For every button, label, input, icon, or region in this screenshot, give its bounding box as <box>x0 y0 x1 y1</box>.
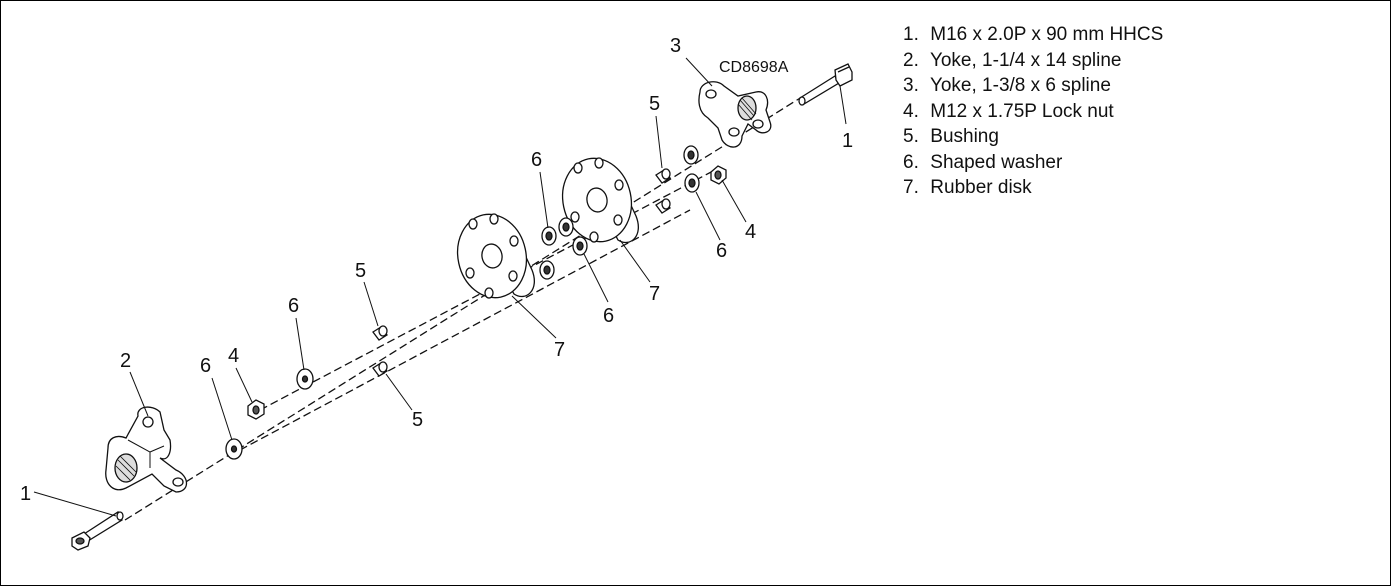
bolt-left <box>71 511 124 551</box>
leader-bushing-lower-left <box>385 373 413 411</box>
legend-item-number: 2. <box>903 49 919 71</box>
yoke-right <box>698 81 772 148</box>
callout-washer-mid-lower: 6 <box>603 305 614 327</box>
washer-right-lower <box>684 173 700 193</box>
bushing-right-upper <box>655 168 671 184</box>
callout-washer-far-left: 6 <box>200 355 211 377</box>
exploded-view-diagram: CD8698A 1 1 2 3 4 4 5 5 5 6 6 6 6 6 7 7 <box>20 35 853 551</box>
legend-item: 2. Yoke, 1-1/4 x 14 spline <box>903 48 1163 74</box>
washer-mid-lower-2 <box>572 236 588 256</box>
leader-nut-left <box>235 367 253 403</box>
washer-far-left <box>225 438 243 460</box>
callout-washer-mid-upper: 6 <box>531 149 542 171</box>
callout-yoke-right: 3 <box>670 35 681 57</box>
leader-yoke-left <box>129 371 149 417</box>
callout-nut-left: 4 <box>228 345 239 367</box>
legend-item-text: Yoke, 1-3/8 x 6 spline <box>929 75 1111 96</box>
callout-washer-right: 6 <box>716 240 727 262</box>
axis-line-lower <box>239 209 691 451</box>
legend-item-text: M12 x 1.75P Lock nut <box>930 100 1114 122</box>
legend-item: 1. M16 x 2.0P x 90 mm HHCS <box>903 22 1163 48</box>
callout-bushing-lower-left: 5 <box>412 409 423 431</box>
bolt-right <box>798 63 853 106</box>
callout-bushing-upper-right: 5 <box>649 93 660 115</box>
leader-washer-far-left <box>211 377 233 441</box>
washer-right <box>683 145 699 165</box>
legend-item-number: 6. <box>903 151 919 173</box>
leader-washer-mid-lower <box>583 253 609 303</box>
parts-legend: 1. M16 x 2.0P x 90 mm HHCS 2. Yoke, 1-1/… <box>903 22 1163 201</box>
callout-disk-right: 7 <box>649 283 660 305</box>
legend-item-number: 7. <box>903 177 919 198</box>
legend-item: 3. Yoke, 1-3/8 x 6 spline <box>903 73 1163 99</box>
legend-item-text: Yoke, 1-1/4 x 14 spline <box>929 49 1122 71</box>
washer-mid-upper-2 <box>558 217 574 237</box>
yoke-left <box>105 406 188 493</box>
legend-item-text: M16 x 2.0P x 90 mm HHCS <box>930 24 1164 45</box>
leader-bushing-upper-left <box>363 281 379 327</box>
leader-nut-right <box>721 179 747 223</box>
legend-item: 6. Shaped washer <box>903 150 1163 176</box>
legend-item-number: 4. <box>903 100 919 122</box>
leader-bushing-upper-right <box>655 115 663 169</box>
disk-left <box>456 213 535 299</box>
callout-yoke-left: 2 <box>120 350 131 372</box>
legend-item: 5. Bushing <box>903 124 1163 150</box>
legend-item: 4. M12 x 1.75P Lock nut <box>903 99 1163 125</box>
callout-bolt-right: 1 <box>842 130 853 152</box>
callout-washer-left: 6 <box>288 295 299 317</box>
bushing-lower-left <box>372 361 388 377</box>
leader-disk-left <box>511 295 557 339</box>
legend-item: 7. Rubber disk <box>903 175 1163 201</box>
callout-nut-right: 4 <box>745 221 756 243</box>
figure-code: CD8698A <box>719 59 789 76</box>
legend-item-number: 1. <box>903 24 919 45</box>
nut-right <box>710 165 727 185</box>
leader-yoke-right <box>685 57 713 87</box>
leader-bolt-right <box>839 85 847 125</box>
leader-washer-mid-upper <box>539 171 549 229</box>
legend-item-text: Rubber disk <box>930 177 1032 198</box>
washer-mid-lower <box>539 260 555 280</box>
callout-bushing-upper-left: 5 <box>355 260 366 282</box>
bushing-upper-left <box>372 325 388 341</box>
leader-washer-right <box>695 191 721 241</box>
legend-item-text: Bushing <box>930 126 999 147</box>
legend-item-text: Shaped washer <box>930 151 1063 173</box>
callout-bolt-left: 1 <box>20 483 31 505</box>
nut-left <box>247 399 265 420</box>
callout-disk-left: 7 <box>554 339 565 361</box>
bushing-right-lower <box>655 198 671 214</box>
legend-item-number: 3. <box>903 75 919 96</box>
washer-left <box>296 368 314 390</box>
leader-bolt-left <box>33 491 117 517</box>
leader-disk-right <box>619 239 651 283</box>
legend-item-number: 5. <box>903 126 919 147</box>
axis-line-main <box>124 94 806 521</box>
washer-mid-upper <box>541 226 557 246</box>
leader-washer-left <box>295 317 305 371</box>
disk-right <box>561 157 639 244</box>
